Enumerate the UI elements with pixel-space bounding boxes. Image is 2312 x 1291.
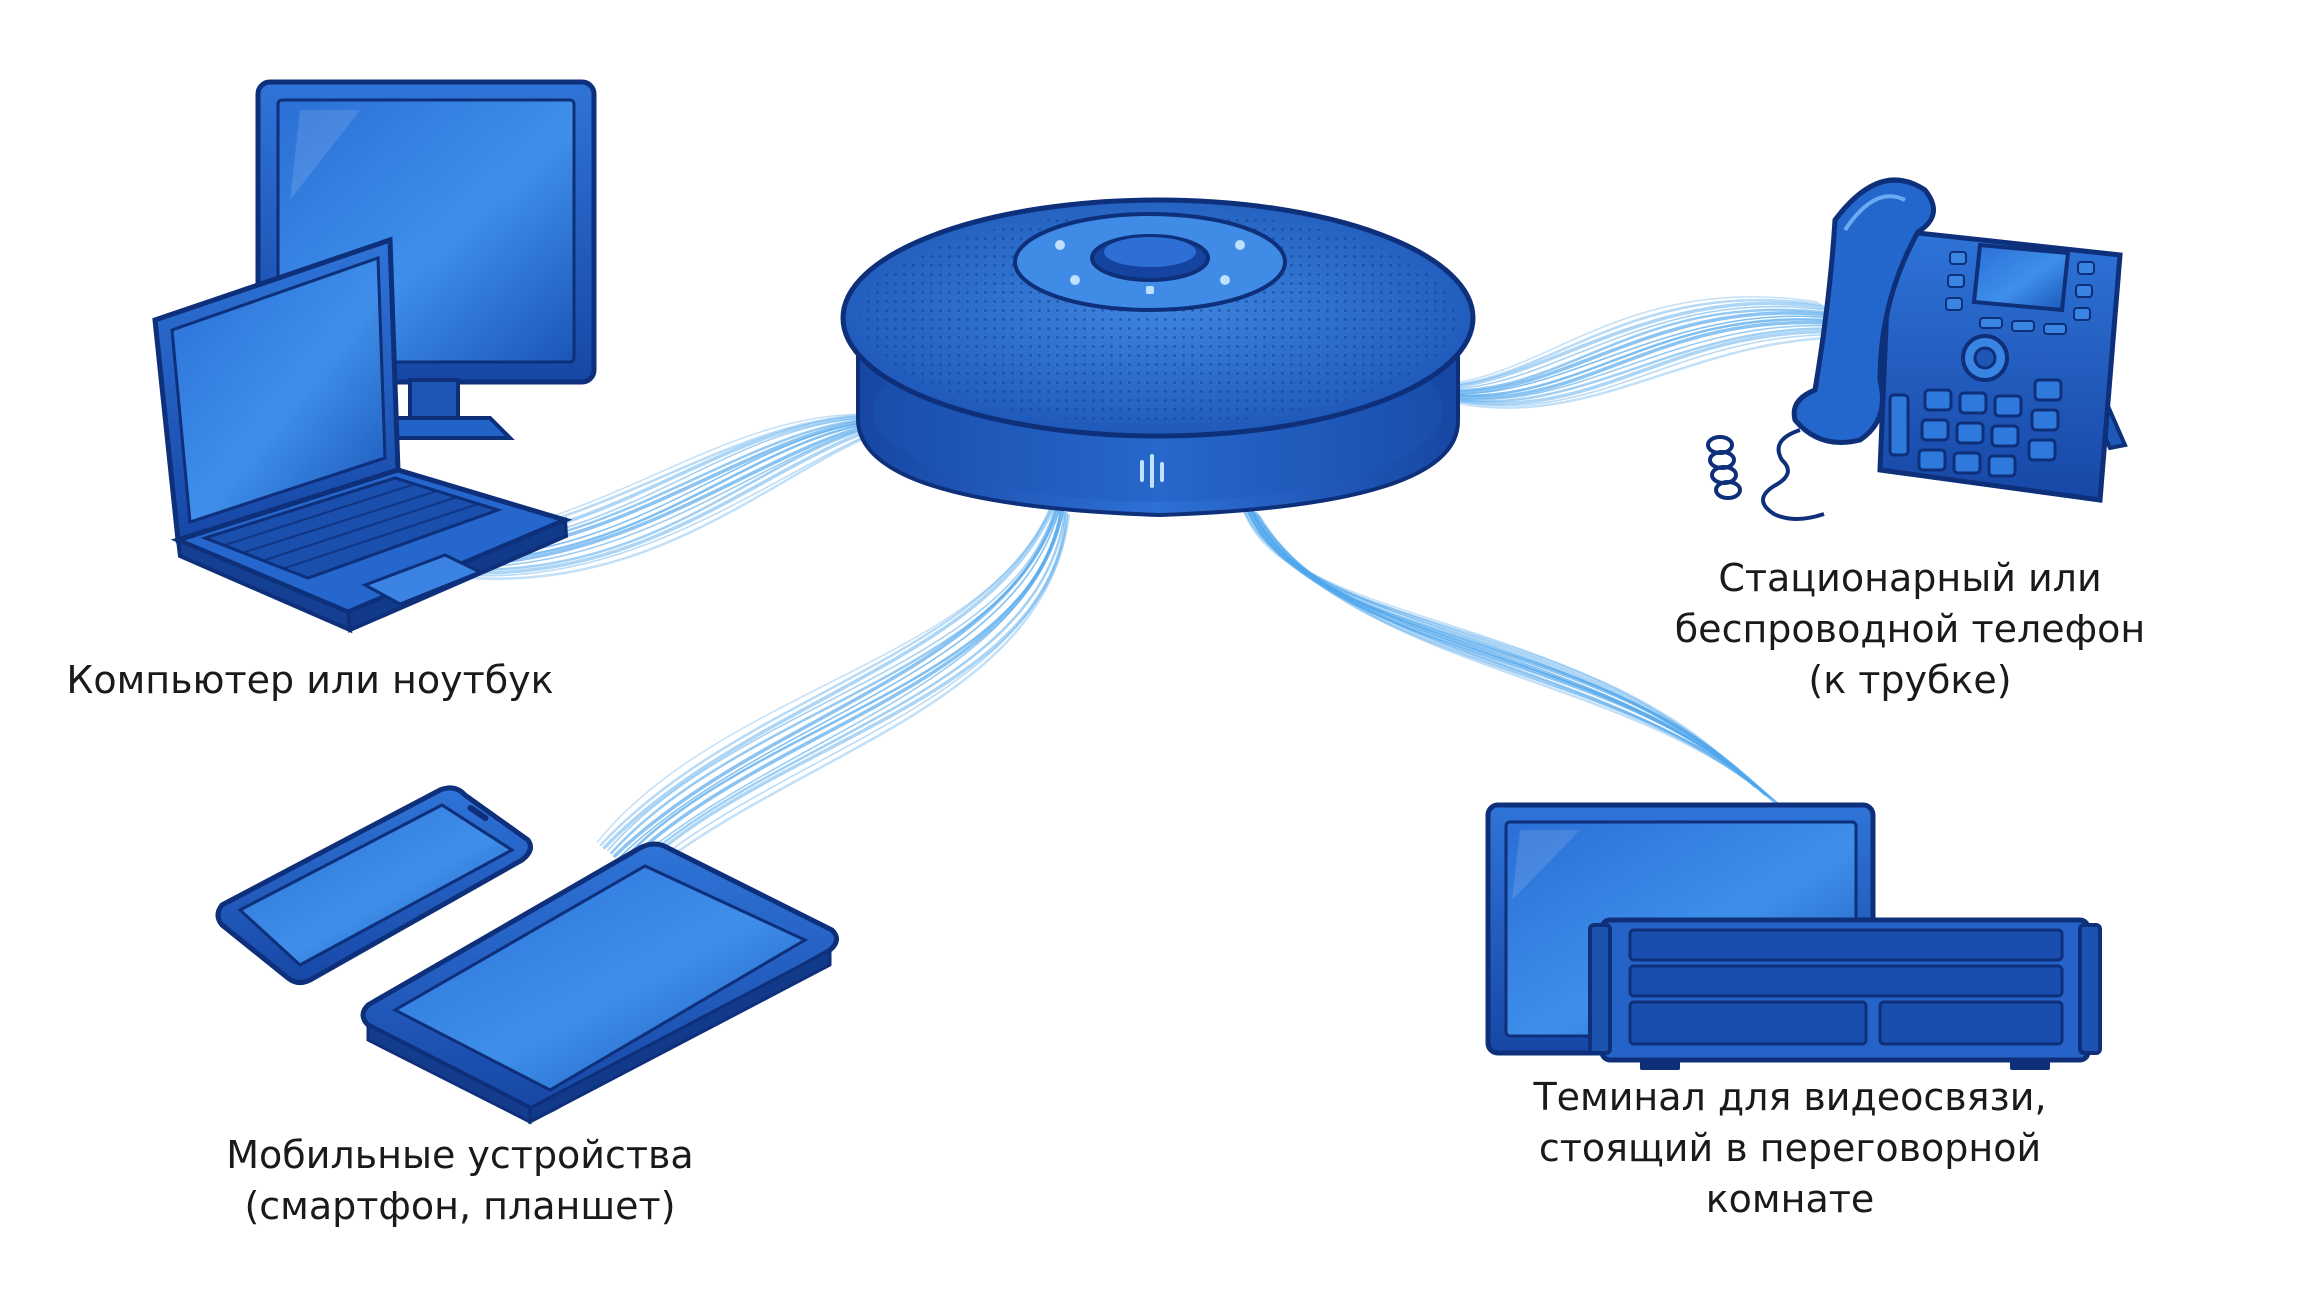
wave-line (1252, 511, 1770, 798)
wave-line (1415, 308, 1833, 392)
label-line: Теминал для видеосвязи, (1533, 1075, 2047, 1119)
wave-line (1418, 315, 1840, 395)
wave-line (1423, 327, 1854, 403)
wave-line (1257, 514, 1784, 810)
wave-line (463, 421, 898, 575)
label-line: Мобильные устройства (226, 1133, 694, 1177)
wave-line (1254, 511, 1778, 805)
wave-line (1426, 333, 1860, 407)
wave-line (630, 511, 1067, 871)
label-line: Стационарный или (1718, 556, 2102, 600)
smartphone-tablet-icon (215, 785, 839, 1125)
wave-line (1253, 511, 1774, 801)
label-mobile: Мобильные устройства (смартфон, планшет) (150, 1130, 770, 1232)
label-line: стоящий в переговорной (1538, 1126, 2042, 1170)
wave-line (633, 511, 1068, 875)
label-video: Теминал для видеосвязи, стоящий в перего… (1440, 1072, 2140, 1225)
label-computer: Компьютер или ноутбук (30, 655, 590, 706)
desk-phone-icon (1706, 177, 2128, 521)
speakerphone-icon (840, 197, 1476, 518)
wave-line (468, 423, 899, 577)
wave-line (1424, 329, 1858, 406)
label-line: комнате (1705, 1177, 1875, 1221)
label-line: беспроводной телефон (1674, 607, 2146, 651)
wave-line (471, 424, 901, 580)
wave-line (1241, 504, 1743, 777)
wave-line (596, 503, 1052, 843)
wave-line (638, 513, 1069, 876)
wave-line (453, 419, 894, 566)
wave-line (641, 514, 1071, 880)
wave-line (620, 509, 1062, 863)
wave-line (602, 504, 1056, 850)
wave-line (457, 421, 895, 568)
wave-line (617, 508, 1061, 860)
wave-line (1427, 336, 1864, 409)
label-line: Компьютер или ноутбук (66, 658, 554, 702)
wave-line (1420, 320, 1847, 400)
wave-line (627, 511, 1065, 868)
wave-line (450, 419, 892, 563)
wave-line (1414, 305, 1829, 390)
wave-line (1250, 509, 1767, 796)
wave-line (1256, 513, 1780, 806)
wave-line (1422, 324, 1850, 401)
wave-line (1416, 311, 1837, 395)
computer-laptop-icon (152, 79, 597, 634)
label-phone: Стационарный или беспроводной телефон (к… (1600, 553, 2220, 706)
wave-line (599, 504, 1054, 847)
label-line: (смартфон, планшет) (244, 1184, 676, 1228)
label-line: (к трубке) (1808, 658, 2012, 702)
wave-line (607, 506, 1056, 852)
wave-line (613, 507, 1060, 858)
wave-line (1419, 318, 1843, 397)
wave-line (460, 421, 897, 572)
connection-waves (426, 296, 1864, 880)
video-terminal-icon (1485, 802, 2102, 1070)
wave-line (1411, 298, 1823, 388)
